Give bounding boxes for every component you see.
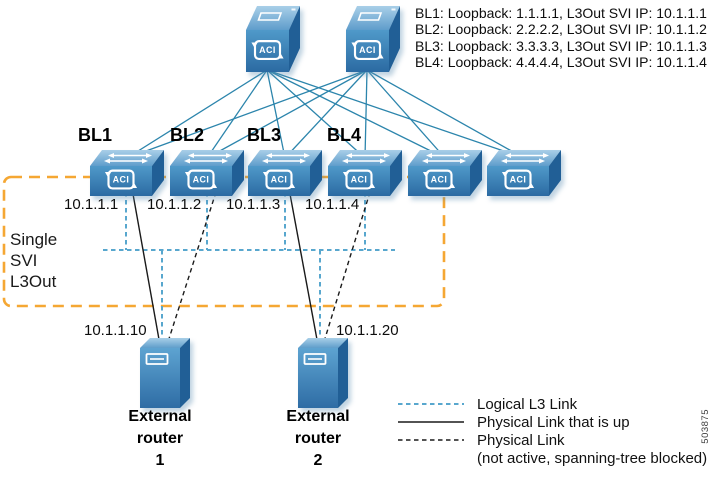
router-1-name-line-2: router: [136, 430, 184, 447]
router-2-ip: 10.1.1.20: [336, 322, 399, 339]
router-1-name-line-3: 1: [155, 452, 165, 469]
svi-ip-bl1: 10.1.1.1: [64, 196, 119, 213]
leaf-switch-bl4: [328, 150, 402, 196]
external-router-1-icon: [140, 338, 190, 408]
l3out-label-line-1: Single: [10, 230, 58, 249]
spine-switch-2: [346, 6, 400, 72]
label-bl1: BL1: [78, 125, 113, 145]
bl-info-line-3: BL3: Loopback: 3.3.3.3, L3Out SVI IP: 10…: [415, 37, 707, 54]
svi-ip-bl4: 10.1.1.4: [305, 196, 360, 213]
spine-leaf-links: [126, 69, 525, 159]
label-bl3: BL3: [247, 125, 282, 145]
leaf-switch-bl2: [170, 150, 244, 196]
legend-logical-l3-label: Logical L3 Link: [477, 396, 578, 413]
router-2-name-line-2: router: [294, 430, 342, 447]
bl-info-line-1: BL1: Loopback: 1.1.1.1, L3Out SVI IP: 10…: [415, 5, 707, 21]
physical-links-blocked: [166, 191, 371, 346]
legend-physical-blocked-label: Physical Link: [477, 432, 565, 449]
legend-samples: [398, 403, 464, 441]
leaf-switch-6: [487, 150, 561, 196]
spine-switch-1: [246, 6, 300, 72]
physical-links-up: [132, 193, 319, 346]
leaf-switch-bl3: [248, 150, 322, 196]
router-2-name-line-1: External: [286, 408, 350, 425]
single-svi-l3out-boundary: [2, 175, 446, 308]
svi-ip-bl3: 10.1.1.3: [226, 196, 281, 213]
external-router-2-icon: [298, 338, 348, 408]
l3out-label-line-2: SVI: [10, 251, 38, 270]
label-bl2: BL2: [170, 125, 205, 145]
router-1-name-line-1: External: [128, 408, 192, 425]
svi-ip-bl2: 10.1.1.2: [147, 196, 202, 213]
label-bl4: BL4: [327, 125, 362, 145]
router-1-ip: 10.1.1.10: [84, 322, 147, 339]
l3out-label-line-3: L3Out: [10, 272, 57, 291]
external-router-2-label: External router 2: [268, 406, 368, 472]
single-svi-l3out-label: Single SVI L3Out: [10, 229, 57, 292]
leaf-switch-bl1: [90, 150, 164, 196]
figure-number: 503875: [700, 409, 711, 444]
legend-physical-blocked-label2: (not active, spanning-tree blocked): [477, 450, 708, 467]
legend-physical-up-label: Physical Link that is up: [477, 414, 630, 431]
bl-info-line-2: BL2: Loopback: 2.2.2.2, L3Out SVI IP: 10…: [415, 21, 707, 38]
logical-l3-links: [103, 192, 395, 345]
external-router-1-label: External router 1: [110, 406, 210, 472]
leaf-switch-5: [408, 150, 482, 196]
router-2-name-line-3: 2: [313, 452, 323, 469]
bl-info-block: BL1: Loopback: 1.1.1.1, L3Out SVI IP: 10…: [415, 5, 707, 71]
bl-info-line-4: BL4: Loopback: 4.4.4.4, L3Out SVI IP: 10…: [415, 54, 707, 71]
